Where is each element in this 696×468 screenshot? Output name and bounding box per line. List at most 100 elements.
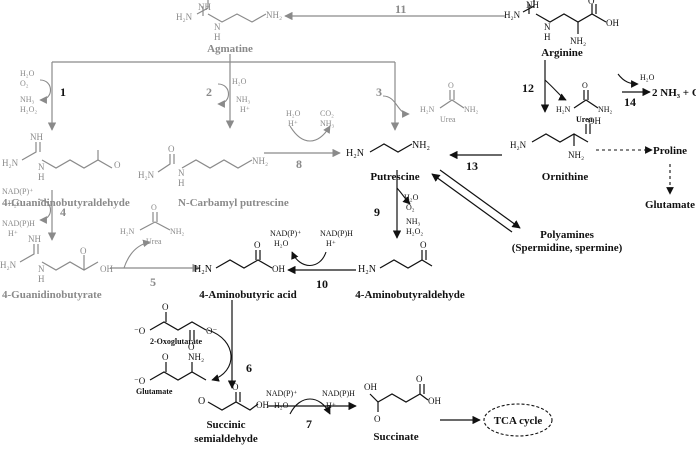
step-number: 8 bbox=[296, 157, 302, 171]
urea5-structure bbox=[139, 212, 171, 231]
cofactor: NAD(P)H bbox=[2, 219, 35, 228]
atom: N bbox=[214, 22, 221, 32]
cofactor: H₂O₂ bbox=[406, 227, 423, 236]
atom: NH bbox=[30, 132, 43, 142]
atom: N bbox=[38, 162, 45, 172]
atom: O bbox=[416, 374, 423, 384]
compound-polyamines: Polyamines bbox=[540, 229, 594, 241]
cofactor: NAD(P)H bbox=[320, 229, 353, 238]
compound-proline: Proline bbox=[653, 145, 687, 157]
compound-putrescine: Putrescine bbox=[370, 171, 419, 183]
curl-4 bbox=[39, 199, 52, 224]
atom: ⁻O bbox=[134, 326, 146, 336]
atom: H₂N bbox=[120, 227, 135, 236]
compound-succinic: Succinic bbox=[206, 419, 245, 431]
atom: O bbox=[582, 81, 588, 90]
arrow-to-polyamines bbox=[439, 169, 521, 229]
cofactor: H⁺ bbox=[288, 119, 298, 128]
atom: H bbox=[38, 274, 45, 284]
cofactor: H₂O bbox=[20, 69, 35, 78]
cofactor: O₂ bbox=[406, 203, 415, 212]
guanidinobutyrate-structure bbox=[19, 244, 99, 271]
atom: H₂N bbox=[504, 10, 521, 20]
atom: NH₂ bbox=[568, 150, 584, 160]
atom: NH bbox=[198, 2, 211, 12]
cofactor: H₂O bbox=[404, 193, 419, 202]
atom: NH₂ bbox=[464, 105, 479, 114]
curl-2 bbox=[217, 83, 230, 108]
compound-glutamate-bottom: Glutamate bbox=[136, 387, 173, 396]
curl-9 bbox=[396, 187, 411, 205]
atom: H₂N bbox=[510, 140, 527, 150]
cofactor: Urea bbox=[146, 237, 162, 246]
agmatine-structure bbox=[196, 0, 267, 23]
atom: O bbox=[188, 342, 195, 352]
arginine-structure bbox=[522, 0, 607, 34]
cofactor: NH₃ bbox=[236, 95, 251, 104]
cofactor: NAD(P)⁺ bbox=[270, 229, 301, 238]
atom: NH₂ bbox=[570, 36, 586, 46]
compound-aminobutyraldehyde: 4-Aminobutyraldehyde bbox=[355, 289, 465, 301]
cofactor: O₂ bbox=[20, 79, 29, 88]
curl-1 bbox=[39, 79, 52, 104]
atom: O bbox=[151, 203, 157, 212]
atom: O bbox=[448, 81, 454, 90]
atom: NH bbox=[526, 0, 539, 10]
step-number: 4 bbox=[60, 205, 66, 219]
carbamyl-putrescine-structure bbox=[157, 154, 253, 173]
step-number: 3 bbox=[376, 85, 382, 99]
cofactor: H₂O bbox=[8, 199, 23, 208]
step-number: 5 bbox=[150, 275, 156, 289]
atom: H₂N bbox=[138, 170, 155, 180]
succinic-semialdehyde-structure bbox=[207, 392, 259, 411]
cofactor: H₂O bbox=[232, 77, 247, 86]
urea3-structure bbox=[439, 90, 465, 109]
atom: N bbox=[544, 22, 551, 32]
compound-carbamyl-putrescine: N-Carbamyl putrescine bbox=[178, 197, 289, 209]
curl-14 bbox=[617, 73, 639, 88]
agmatine-branch bbox=[47, 54, 400, 131]
atom: O bbox=[254, 240, 261, 250]
cofactor: H⁺ bbox=[240, 105, 250, 114]
atom: H bbox=[38, 172, 45, 182]
atom: O bbox=[232, 382, 239, 392]
compound-succinate: Succinate bbox=[373, 431, 418, 443]
glutamate-bottom-structure bbox=[149, 362, 207, 381]
atom: N bbox=[178, 168, 185, 178]
cofactor: NH₃ bbox=[320, 119, 335, 128]
urea12-structure bbox=[573, 90, 599, 109]
cofactor-nh3-co2: 2 NH₃ + CO₂ bbox=[652, 87, 696, 99]
step-number: 2 bbox=[206, 85, 212, 99]
step-number: 1 bbox=[60, 85, 66, 99]
cofactor: H⁺ bbox=[326, 239, 336, 248]
compound-glutamate-top: Glutamate bbox=[645, 199, 695, 211]
atom: OH bbox=[588, 116, 601, 126]
compound-arginine: Arginine bbox=[541, 47, 583, 59]
atom: H₂N bbox=[358, 264, 376, 275]
atom: O bbox=[420, 240, 427, 250]
atom: ⁻O bbox=[134, 376, 146, 386]
oxoglutarate-structure bbox=[149, 312, 207, 340]
atom: H₂N bbox=[194, 264, 212, 275]
cofactor: NH₃ bbox=[20, 95, 35, 104]
atom: OH bbox=[606, 18, 619, 28]
atom: OH bbox=[428, 396, 441, 406]
tca-cycle-label: TCA cycle bbox=[494, 415, 543, 427]
cofactor: Urea bbox=[440, 115, 456, 124]
atom: H₂N bbox=[556, 105, 571, 114]
atom: H bbox=[214, 32, 221, 42]
atom: O bbox=[168, 144, 175, 154]
cofactor: H₂O₂ bbox=[20, 105, 37, 114]
step-number: 13 bbox=[466, 159, 478, 173]
compound-ornithine: Ornithine bbox=[542, 171, 589, 183]
curl-12 bbox=[544, 79, 567, 101]
cofactor: H₂O bbox=[274, 401, 289, 410]
curl-8 bbox=[289, 125, 331, 142]
succinate-structure bbox=[369, 384, 429, 412]
cofactor: NAD(P)H bbox=[322, 389, 355, 398]
step-number: 9 bbox=[374, 205, 380, 219]
atom: H bbox=[178, 178, 185, 188]
atom: NH₂ bbox=[598, 105, 613, 114]
tca-cycle-ellipse bbox=[483, 403, 553, 437]
